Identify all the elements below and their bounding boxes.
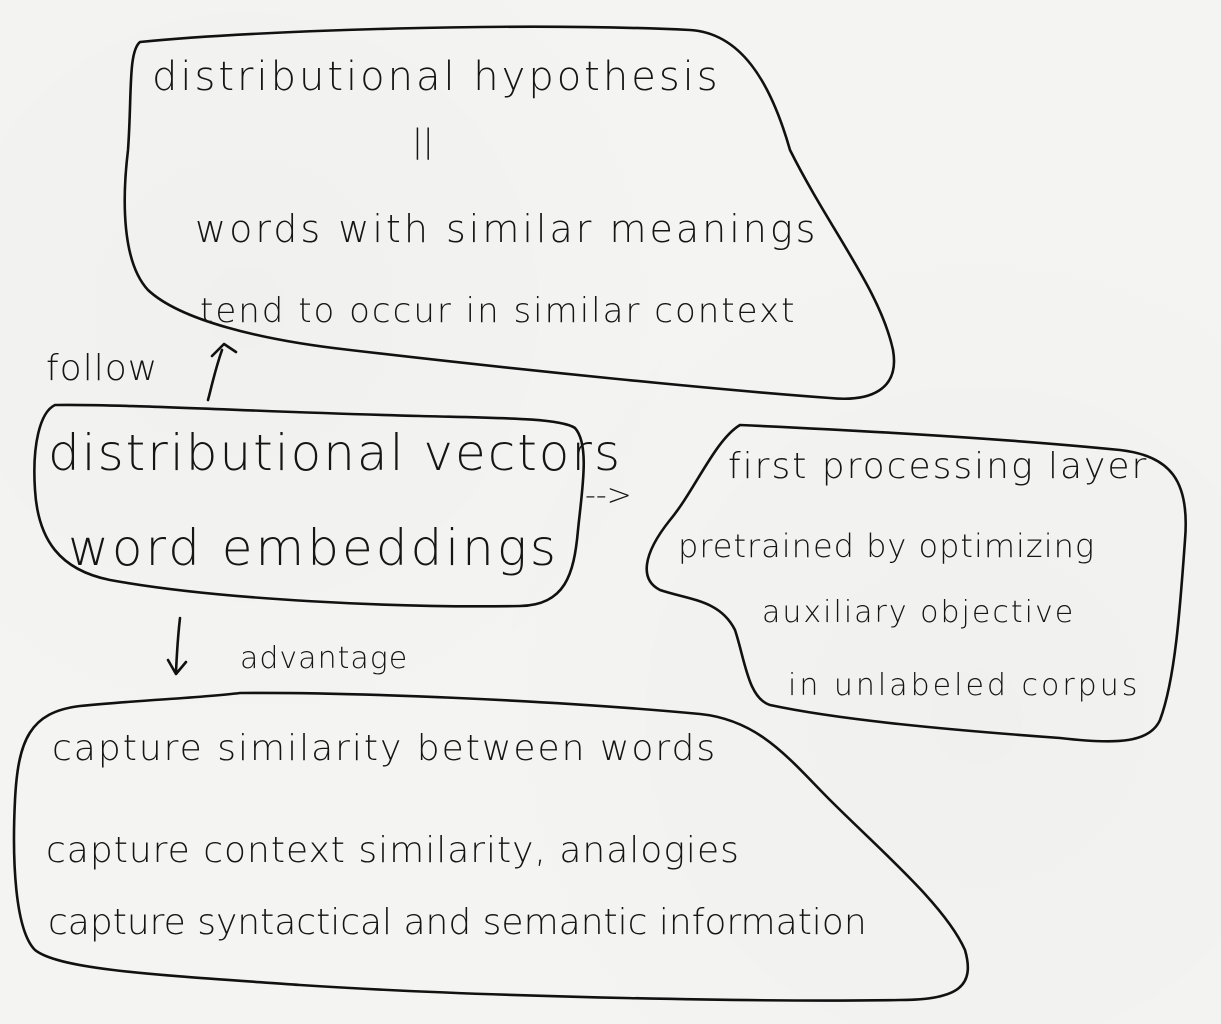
bottom-box-outline [12, 691, 970, 1002]
right-box-line-1: first processing layer [728, 446, 1148, 487]
bottom-box-line-1: capture similarity between words [52, 728, 717, 769]
right-box-line-3: auxiliary objective [762, 595, 1075, 630]
equals-sign: || [412, 122, 434, 160]
bottom-box-line-2: capture context similarity, analogies [46, 830, 740, 871]
follow-edge: follow [46, 342, 238, 402]
advantage-arrow [166, 616, 188, 676]
advantage-label: advantage [240, 641, 408, 676]
top-box-title: distributional hypothesis [152, 54, 721, 100]
top-box-line-2: tend to occur in similar context [200, 291, 796, 331]
top-box-outline [123, 25, 896, 400]
center-box-line-2: word embeddings [68, 519, 559, 577]
right-box-line-4: in unlabeled corpus [788, 668, 1140, 703]
right-box-outline [645, 423, 1188, 743]
top-box[interactable]: distributional hypothesis || words with … [123, 25, 896, 400]
center-box-line-1: distributional vectors [48, 424, 622, 482]
right-arrow: --> [585, 478, 632, 513]
right-box-line-2: pretrained by optimizing [678, 527, 1095, 565]
follow-arrow [206, 342, 238, 402]
right-box[interactable]: first processing layer pretrained by opt… [645, 423, 1188, 743]
follow-label: follow [46, 348, 158, 389]
top-box-line-1: words with similar meanings [195, 207, 818, 251]
advantage-edge: advantage [166, 616, 408, 676]
bottom-box[interactable]: capture similarity between words capture… [12, 691, 970, 1002]
center-box-outline [33, 403, 586, 608]
right-edge: --> [585, 478, 632, 513]
center-box[interactable]: distributional vectors word embeddings [33, 403, 622, 608]
bottom-box-line-3: capture syntactical and semantic informa… [48, 902, 867, 943]
